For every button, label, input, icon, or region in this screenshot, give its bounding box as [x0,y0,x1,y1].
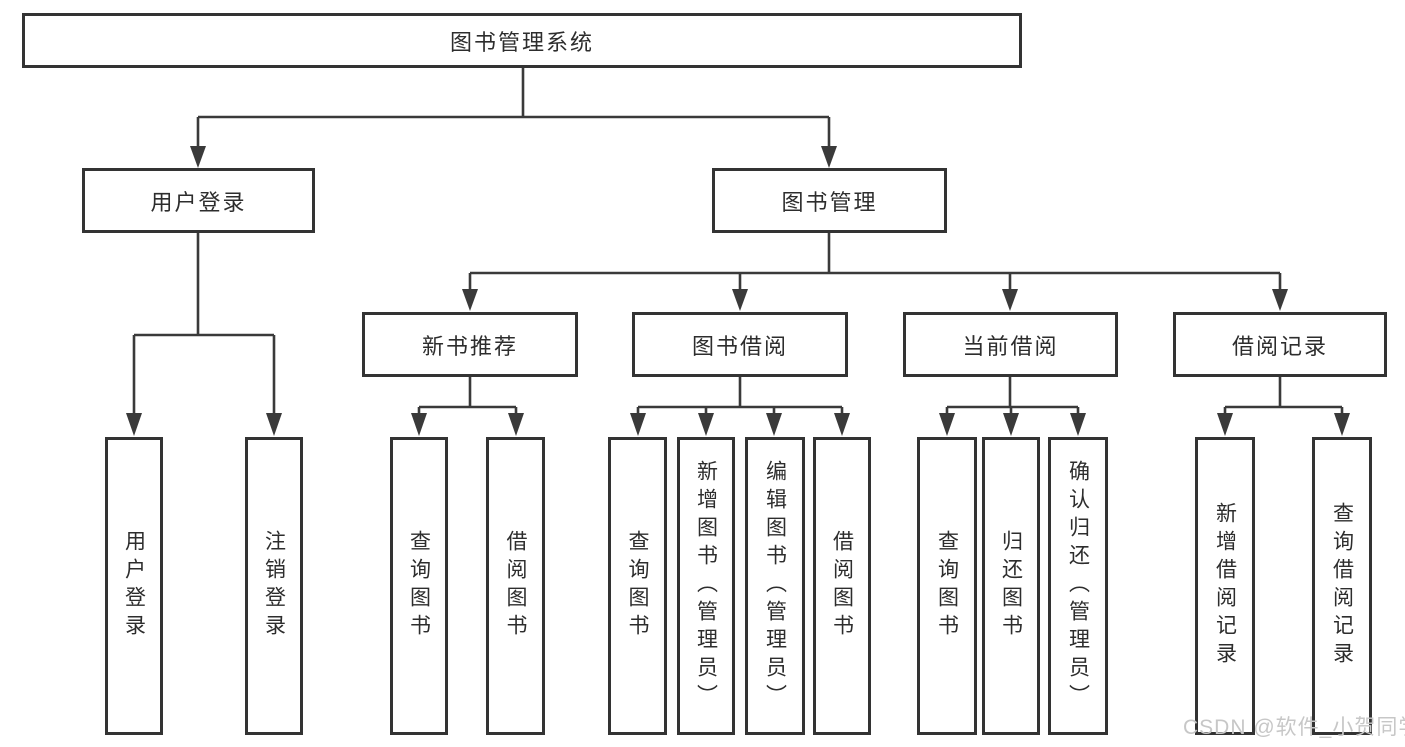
leaf-label: 新增图书（管理员） [694,460,718,712]
arrowhead-icon [411,413,427,436]
leaf-query-books-recommend: 查询图书 [390,437,448,735]
leaf-label: 用户登录 [122,530,146,642]
arrowhead-icon [698,413,714,436]
node-new-book-recommend: 新书推荐 [362,312,578,377]
leaf-add-borrow-record: 新增借阅记录 [1195,437,1255,735]
leaf-query-borrow-record: 查询借阅记录 [1312,437,1372,735]
leaf-label: 注销登录 [262,530,286,642]
arrowhead-icon [766,413,782,436]
leaf-label: 确认归还（管理员） [1066,460,1090,712]
node-user-login: 用户登录 [82,168,315,233]
connector-book-management-to-sections [462,233,1288,311]
node-label: 用户登录 [150,189,247,215]
arrowhead-icon [1334,413,1350,436]
leaf-user-login: 用户登录 [105,437,163,735]
node-borrow-records: 借阅记录 [1173,312,1387,377]
arrowhead-icon [630,413,646,436]
arrowhead-icon [732,289,748,311]
node-book-borrow: 图书借阅 [632,312,848,377]
leaf-query-books-borrow: 查询图书 [608,437,667,735]
arrowhead-icon [462,289,478,311]
leaf-label: 编辑图书（管理员） [763,460,787,712]
leaf-confirm-return-admin: 确认归还（管理员） [1048,437,1108,735]
arrowhead-icon [1002,289,1018,311]
leaf-query-books-current: 查询图书 [917,437,977,735]
leaf-label: 归还图书 [999,530,1023,642]
leaf-return-books: 归还图书 [982,437,1040,735]
leaf-add-book-admin: 新增图书（管理员） [677,437,735,735]
leaf-borrow-books-recommend: 借阅图书 [486,437,545,735]
arrowhead-icon [834,413,850,436]
leaf-logout: 注销登录 [245,437,303,735]
connector-new-book-recommend-to-leaves [411,377,524,436]
leaf-label: 查询图书 [407,530,431,642]
leaf-edit-book-admin: 编辑图书（管理员） [745,437,805,735]
leaf-label: 新增借阅记录 [1213,502,1237,670]
node-label: 图书管理系统 [449,29,594,55]
leaf-label: 借阅图书 [830,530,854,642]
node-label: 借阅记录 [1231,333,1328,359]
node-label: 图书借阅 [691,333,788,359]
leaf-label: 查询借阅记录 [1330,502,1354,670]
connector-book-borrow-to-leaves [630,377,850,436]
arrowhead-icon [508,413,524,436]
csdn-watermark: CSDN @软件_小贺同学 [1183,716,1405,739]
leaf-label: 查询图书 [935,530,959,642]
leaf-label: 借阅图书 [504,530,527,642]
node-label: 图书管理 [781,189,878,215]
node-current-borrow: 当前借阅 [903,312,1118,377]
arrowhead-icon [266,413,282,436]
node-label: 新书推荐 [421,333,518,359]
arrowhead-icon [821,146,837,168]
leaf-label: 查询图书 [626,530,649,642]
leaf-borrow-books-borrow: 借阅图书 [813,437,871,735]
connector-root-to-branches [190,68,837,168]
arrowhead-icon [1003,413,1019,436]
connector-user-login-to-children [126,233,282,436]
node-system-root: 图书管理系统 [22,13,1022,68]
arrowhead-icon [1217,413,1233,436]
arrowhead-icon [126,413,142,436]
arrowhead-icon [939,413,955,436]
arrowhead-icon [1070,413,1086,436]
connector-current-borrow-to-leaves [939,377,1086,436]
node-book-management: 图书管理 [712,168,947,233]
arrowhead-icon [1272,289,1288,311]
arrowhead-icon [190,146,206,168]
connector-borrow-records-to-leaves [1217,377,1350,436]
node-label: 当前借阅 [962,333,1059,359]
